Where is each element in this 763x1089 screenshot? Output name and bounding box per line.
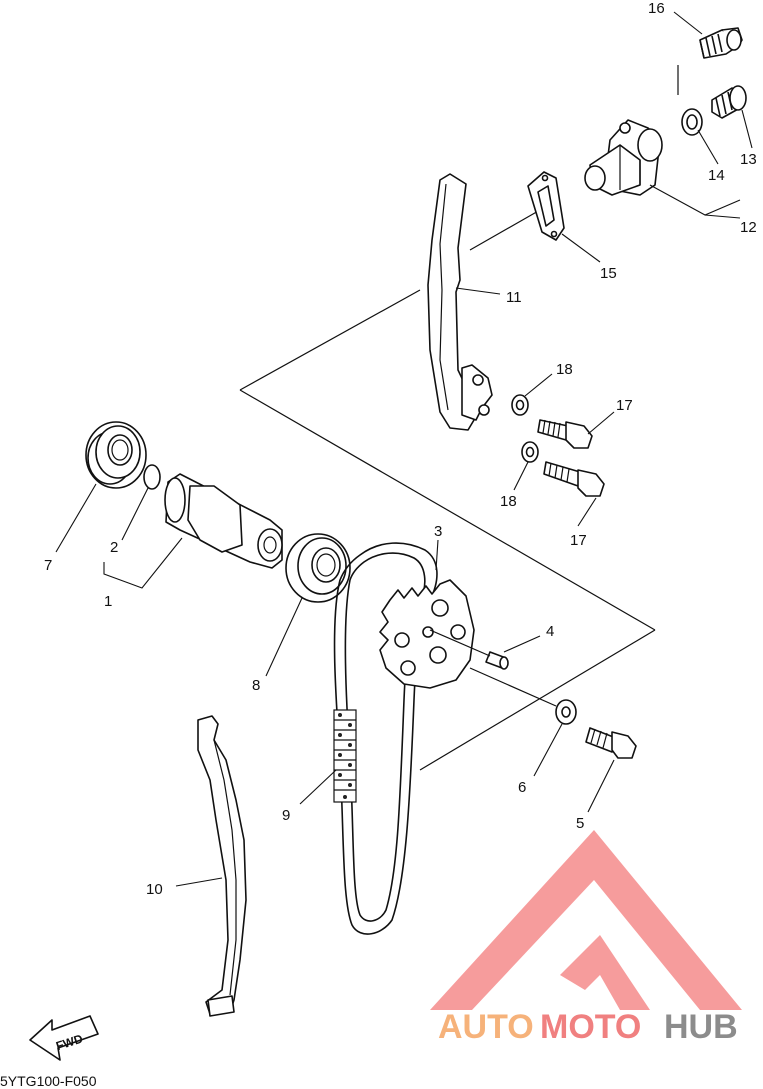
callout-9: 9 [282, 807, 290, 824]
bearing-8 [285, 533, 351, 603]
watermark-auto: AUTO [438, 1008, 534, 1046]
tensioner-12 [584, 119, 663, 196]
callout-6: 6 [518, 779, 526, 796]
washer-18-upper [511, 394, 529, 416]
watermark-logo [430, 830, 742, 1010]
sprocket-3 [379, 579, 475, 689]
fwd-arrow-icon: FWD [29, 1015, 99, 1061]
assembly-outline [239, 65, 679, 771]
callout-7: 7 [44, 557, 52, 574]
leader-lines [55, 11, 753, 887]
gasket-14 [681, 108, 703, 136]
callout-14: 14 [708, 167, 725, 184]
guide-11 [427, 173, 493, 431]
washer-18-lower [521, 441, 539, 463]
diagram-code: 5YTG100-F050 [0, 1073, 97, 1089]
gasket-15 [527, 171, 565, 241]
callout-4: 4 [546, 623, 554, 640]
callout-8: 8 [252, 677, 260, 694]
circlip-2 [143, 464, 161, 490]
bearing-7 [85, 421, 147, 489]
callout-17-upper: 17 [616, 397, 633, 414]
callout-labels: 16 13 14 12 15 11 18 17 18 17 3 7 2 1 4 … [44, 0, 757, 898]
washer-6 [469, 667, 577, 725]
callout-2: 2 [110, 539, 118, 556]
callout-18-upper: 18 [556, 361, 573, 378]
callout-10: 10 [146, 881, 163, 898]
watermark-hub: HUB [664, 1008, 738, 1046]
bolt-13 [711, 85, 747, 119]
bolt-16 [699, 27, 743, 59]
camshaft-1 [164, 473, 283, 569]
callout-16: 16 [648, 0, 665, 17]
callout-5: 5 [576, 815, 584, 832]
chain-link-detail [333, 709, 357, 803]
pin-4 [429, 629, 509, 670]
watermark-moto: MOTO [540, 1008, 641, 1046]
bolt-17-upper [537, 419, 593, 449]
callout-13: 13 [740, 151, 757, 168]
callout-11: 11 [506, 289, 522, 306]
callout-17-lower: 17 [570, 532, 587, 549]
bolt-17-lower [543, 461, 605, 497]
timing-chain-9 [333, 542, 438, 935]
callout-12: 12 [740, 219, 757, 236]
guide-10 [197, 715, 247, 1017]
callout-3: 3 [434, 523, 442, 540]
bolt-5 [585, 727, 637, 759]
callout-1: 1 [104, 593, 112, 610]
watermark-text: AUTO MOTO HUB [438, 1008, 738, 1046]
callout-18-lower: 18 [500, 493, 517, 510]
callout-15: 15 [600, 265, 617, 282]
